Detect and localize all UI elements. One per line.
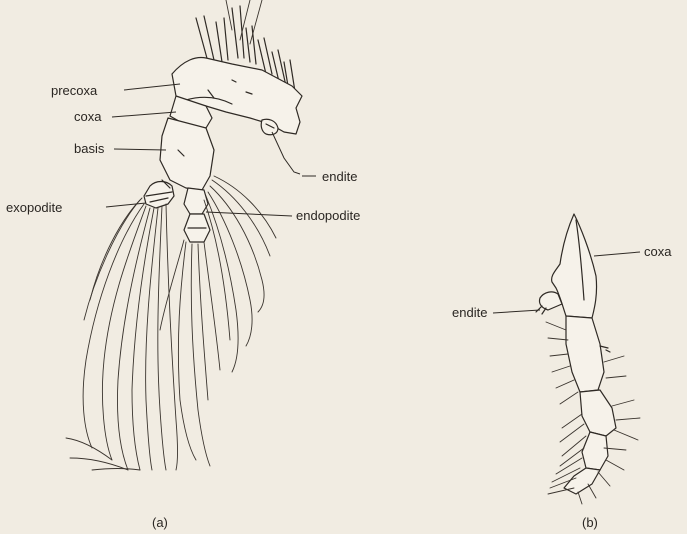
label-basis: basis (74, 141, 105, 156)
leader-coxa (112, 112, 176, 117)
leader-exopodite (106, 203, 146, 207)
leader-coxa-b (594, 252, 640, 256)
label-endite-a: endite (322, 169, 357, 184)
appendage-a (66, 0, 302, 470)
caption-b: (b) (582, 515, 598, 530)
label-precoxa: precoxa (51, 83, 98, 98)
label-endite-b: endite (452, 305, 487, 320)
endopodite-setae (160, 176, 276, 466)
leader-endite (272, 132, 316, 176)
leader-endite-b (493, 310, 540, 313)
leader-precoxa (124, 84, 180, 90)
endite-b (539, 292, 562, 310)
label-endopodite: endopodite (296, 208, 360, 223)
leader-basis (114, 149, 166, 150)
exopodite-setae (66, 198, 178, 470)
label-coxa-a: coxa (74, 109, 102, 124)
basis-segment (160, 118, 214, 190)
appendage-b (536, 214, 640, 504)
caption-a: (a) (152, 515, 168, 530)
label-coxa-b: coxa (644, 244, 672, 259)
leader-endopodite (206, 212, 292, 216)
label-exopodite: exopodite (6, 200, 62, 215)
exopodite-segments (144, 182, 174, 209)
